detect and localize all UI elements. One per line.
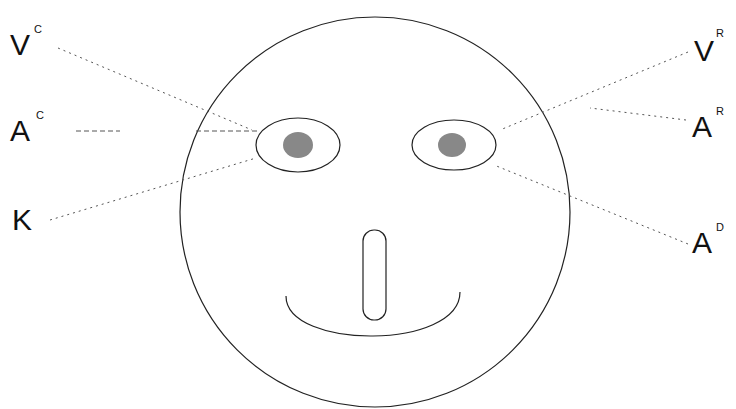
leader-line [50, 158, 256, 220]
signal-letter: K [12, 205, 32, 235]
face-outline [180, 17, 570, 407]
signal-letter: V [10, 30, 30, 60]
signal-letter: V [694, 36, 714, 66]
signal-superscript: R [716, 28, 724, 39]
signal-superscript: C [34, 24, 42, 35]
leader-line [58, 48, 252, 130]
nose [363, 230, 386, 320]
signal-letter: A [692, 228, 712, 258]
right-eye [412, 120, 496, 170]
mouth [286, 292, 460, 336]
leader-line [494, 165, 688, 244]
signal-superscript: D [716, 222, 724, 233]
leader-line [76, 131, 120, 132]
left-eye [256, 118, 340, 172]
right-pupil [438, 133, 466, 157]
signal-superscript: C [36, 110, 44, 121]
signal-letter: A [692, 112, 712, 142]
leader-lines [50, 48, 688, 244]
leader-line [590, 108, 686, 120]
leader-line [500, 52, 688, 130]
signal-letter: A [10, 116, 30, 146]
leader-line [196, 131, 258, 132]
left-pupil [283, 132, 313, 158]
signal-superscript: R [716, 106, 724, 117]
